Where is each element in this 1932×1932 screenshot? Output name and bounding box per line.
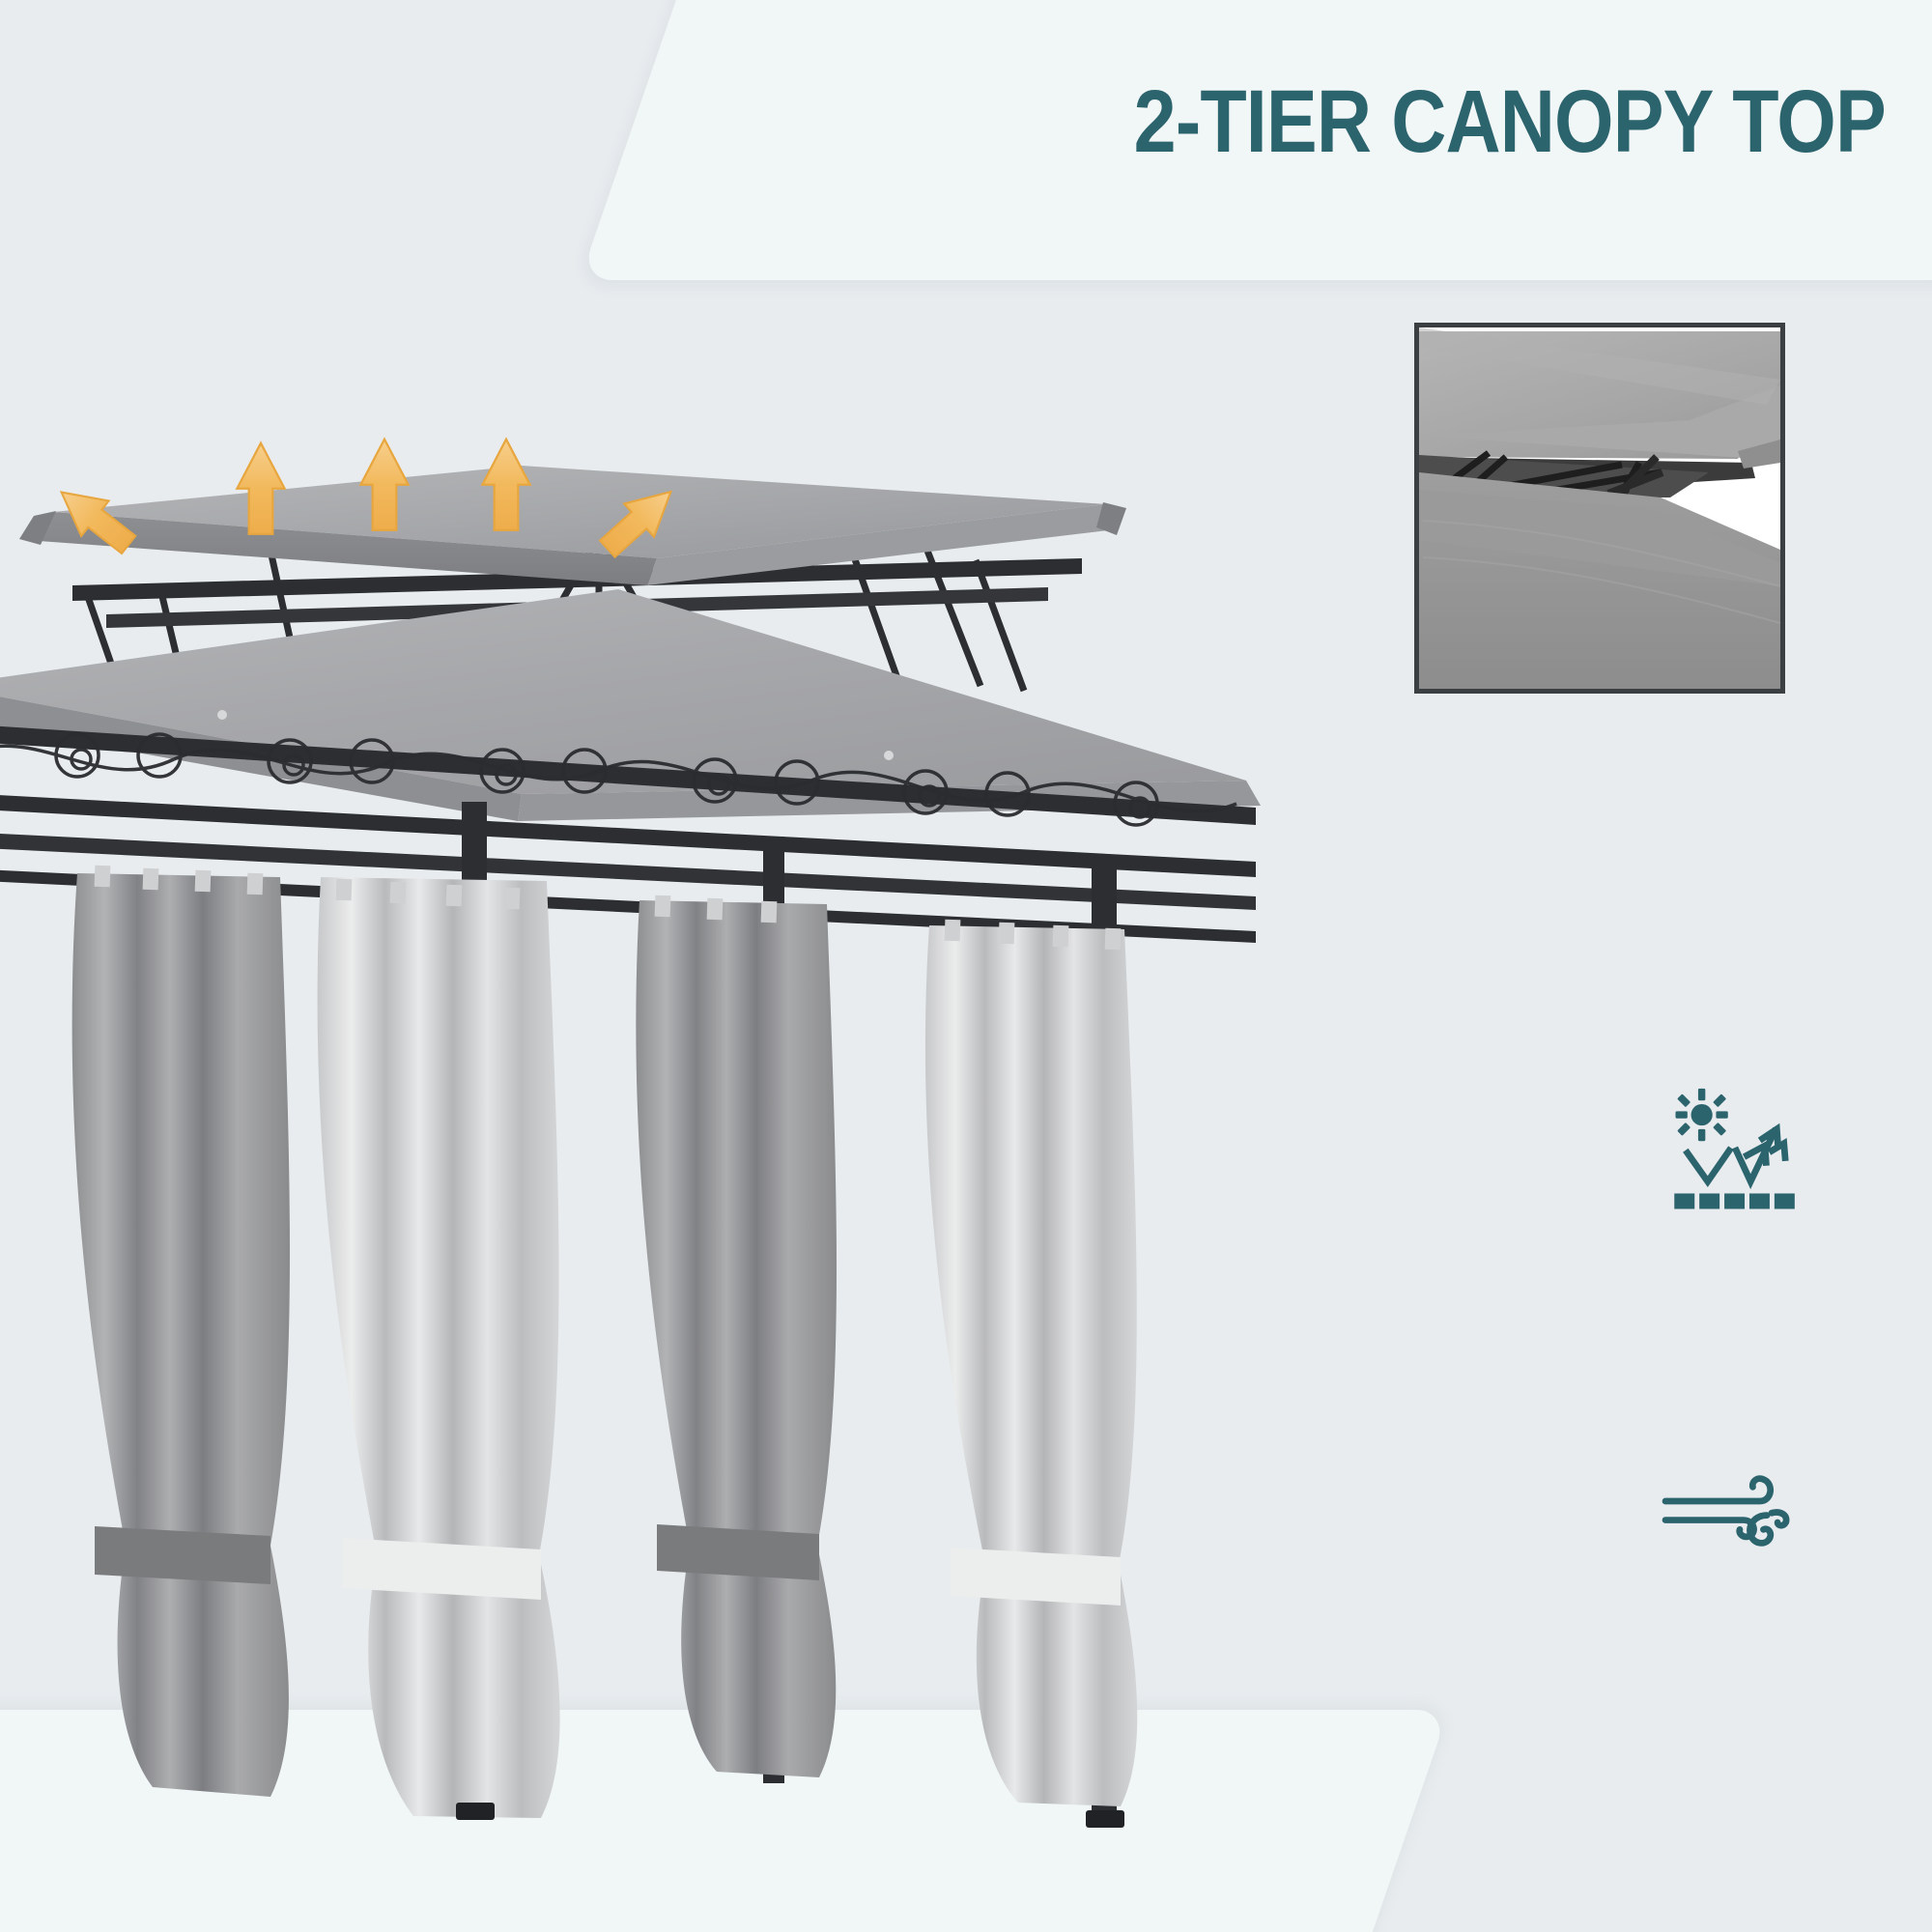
- airflow-arrow: [598, 490, 673, 559]
- curtain-tieback: [951, 1548, 1121, 1605]
- page-title: 2-TIER CANOPY TOP: [1133, 72, 1887, 171]
- curtain-tieback: [95, 1526, 270, 1584]
- scrollwork-valance: [0, 732, 1237, 827]
- airflow-arrow: [235, 440, 287, 535]
- canopy-vent-closeup-inset: [1414, 323, 1785, 694]
- curtain-panel: [71, 873, 291, 1797]
- curtain-panel: [924, 925, 1138, 1806]
- curtain-panel: [636, 900, 837, 1777]
- curtain-panels: [71, 865, 1138, 1828]
- airflow-arrow: [358, 437, 411, 531]
- wind-icon: [1658, 1459, 1801, 1565]
- airflow-arrows: [59, 437, 673, 559]
- curtain-tieback: [342, 1538, 541, 1600]
- uv-protection-icon: [1658, 1084, 1801, 1227]
- gazebo-product-illustration: [0, 415, 1261, 1828]
- airflow-arrow: [59, 491, 137, 555]
- airflow-arrow: [480, 437, 532, 531]
- curtain-panel: [317, 877, 560, 1818]
- curtain-tieback: [657, 1524, 819, 1580]
- inset-description: Close-up photo of the vented gap between…: [0, 0, 1, 1]
